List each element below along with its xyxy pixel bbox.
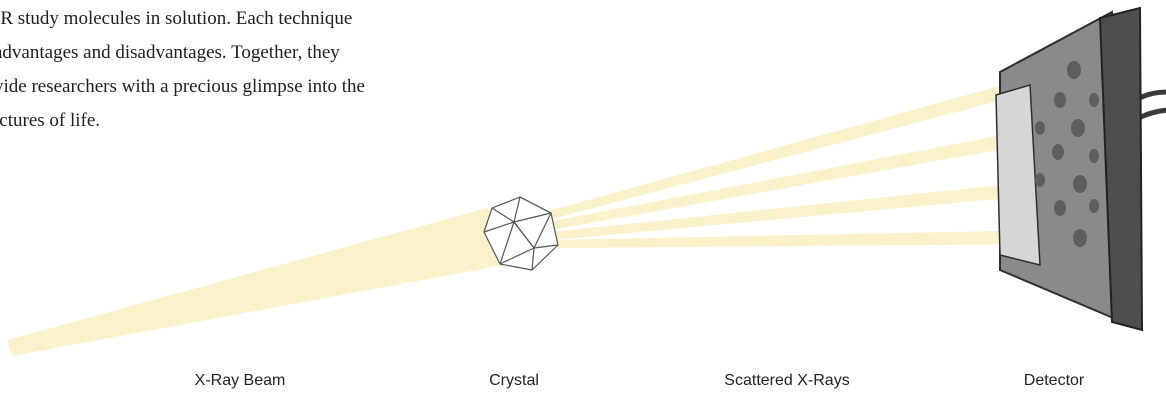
xray-beam — [8, 208, 520, 356]
detector-icon — [996, 8, 1166, 330]
label-scattered-xrays: Scattered X-Rays — [724, 372, 849, 390]
label-detector: Detector — [1024, 372, 1084, 390]
label-xray-beam: X-Ray Beam — [195, 372, 286, 390]
label-crystal: Crystal — [489, 372, 539, 390]
